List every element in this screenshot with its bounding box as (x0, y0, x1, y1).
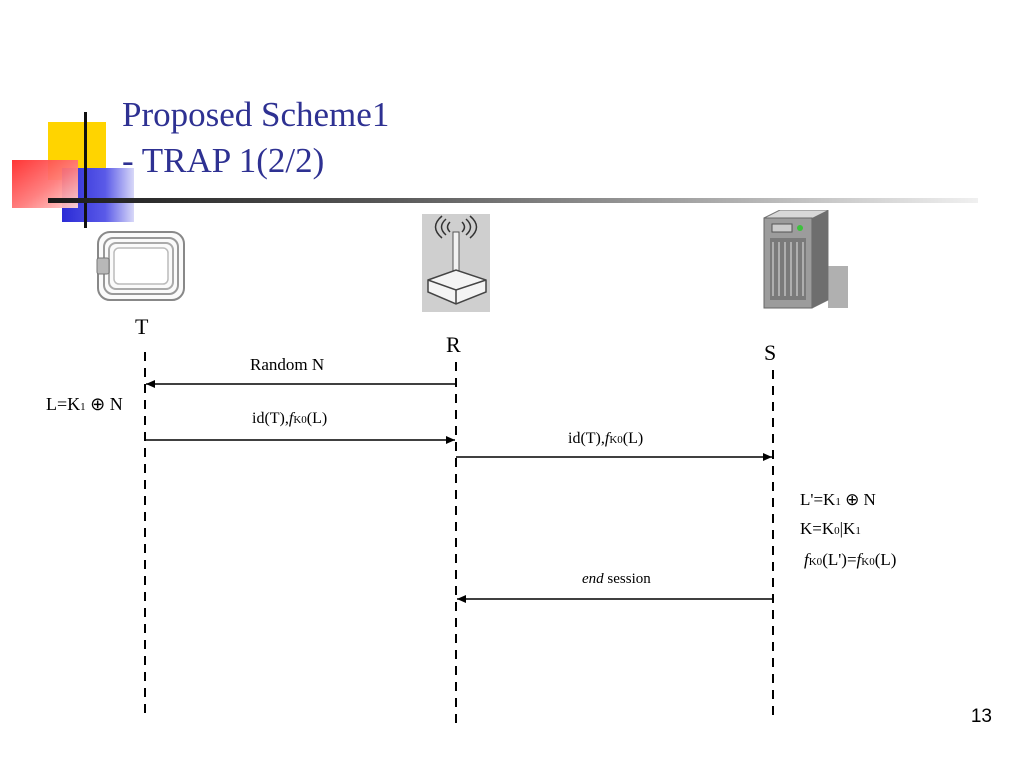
msg-id-t-to-r-sub: K0 (293, 414, 307, 426)
msg-end-session-rest: session (603, 571, 651, 587)
msg-id-t-to-r: id(T),fK0(L) (252, 410, 327, 428)
server-calc-3-f2: f (856, 550, 862, 569)
entity-label-s: S (764, 340, 777, 365)
title-line-1: Proposed Scheme1 (122, 95, 390, 134)
msg-id-t-to-r-func: f (288, 410, 294, 427)
server-calc-3-b: (L) (874, 550, 897, 569)
msg-id-r-to-s-arg: (L) (622, 430, 644, 447)
server-calc-2-sub1: 0 (834, 525, 840, 537)
msg-id-t-to-r-prefix: id(T), (252, 410, 289, 427)
entity-label-r: R (446, 332, 461, 357)
entity-label-t: T (135, 314, 149, 339)
server-calc-line-2: K=K0|K1 (800, 519, 861, 539)
tag-calc-sub: 1 (80, 401, 86, 413)
msg-id-r-to-s-sub: K0 (609, 434, 623, 446)
server-tower-icon (758, 210, 848, 310)
slide-title: Proposed Scheme1 - TRAP 1(2/2) (122, 92, 389, 184)
tag-calc-rest: ⊕ N (85, 394, 123, 414)
server-calc-3-f1: f (804, 550, 809, 569)
server-calc-1-sub: 1 (835, 496, 841, 508)
msg-id-t-to-r-arg: (L) (306, 410, 328, 427)
tag-calc-text: L=K (46, 394, 81, 414)
msg-end-session-italic: end (582, 571, 604, 587)
rfid-tag-icon (96, 231, 185, 301)
server-calc-1-a: L'=K (800, 490, 836, 509)
page-number: 13 (970, 706, 992, 727)
server-calc-2-a: K=K (800, 519, 835, 538)
server-calc-line-3: fK0(L')=fK0(L) (804, 550, 896, 570)
tag-computation: L=K1 ⊕ N (46, 394, 123, 415)
server-calc-3-a: (L')= (822, 550, 857, 569)
server-calc-line-1: L'=K1 ⊕ N (800, 490, 876, 510)
server-calc-3-sub2: K0 (861, 556, 875, 568)
msg-id-r-to-s: id(T),fK0(L) (568, 430, 643, 448)
server-calc-2-mid: |K (839, 519, 856, 538)
msg-random-n: Random N (250, 355, 325, 374)
server-calc-3-sub1: K0 (808, 556, 823, 568)
wireless-router-icon (422, 214, 490, 312)
title-line-2: - TRAP 1(2/2) (122, 141, 325, 180)
server-calc-2-sub2: 1 (855, 525, 861, 537)
title-underline (48, 198, 978, 203)
msg-id-r-to-s-func: f (604, 430, 610, 447)
deco-vertical-line (84, 112, 87, 228)
server-calc-1-b: ⊕ N (840, 490, 876, 509)
msg-id-r-to-s-prefix: id(T), (568, 430, 605, 447)
msg-end-session: end session (582, 571, 651, 588)
